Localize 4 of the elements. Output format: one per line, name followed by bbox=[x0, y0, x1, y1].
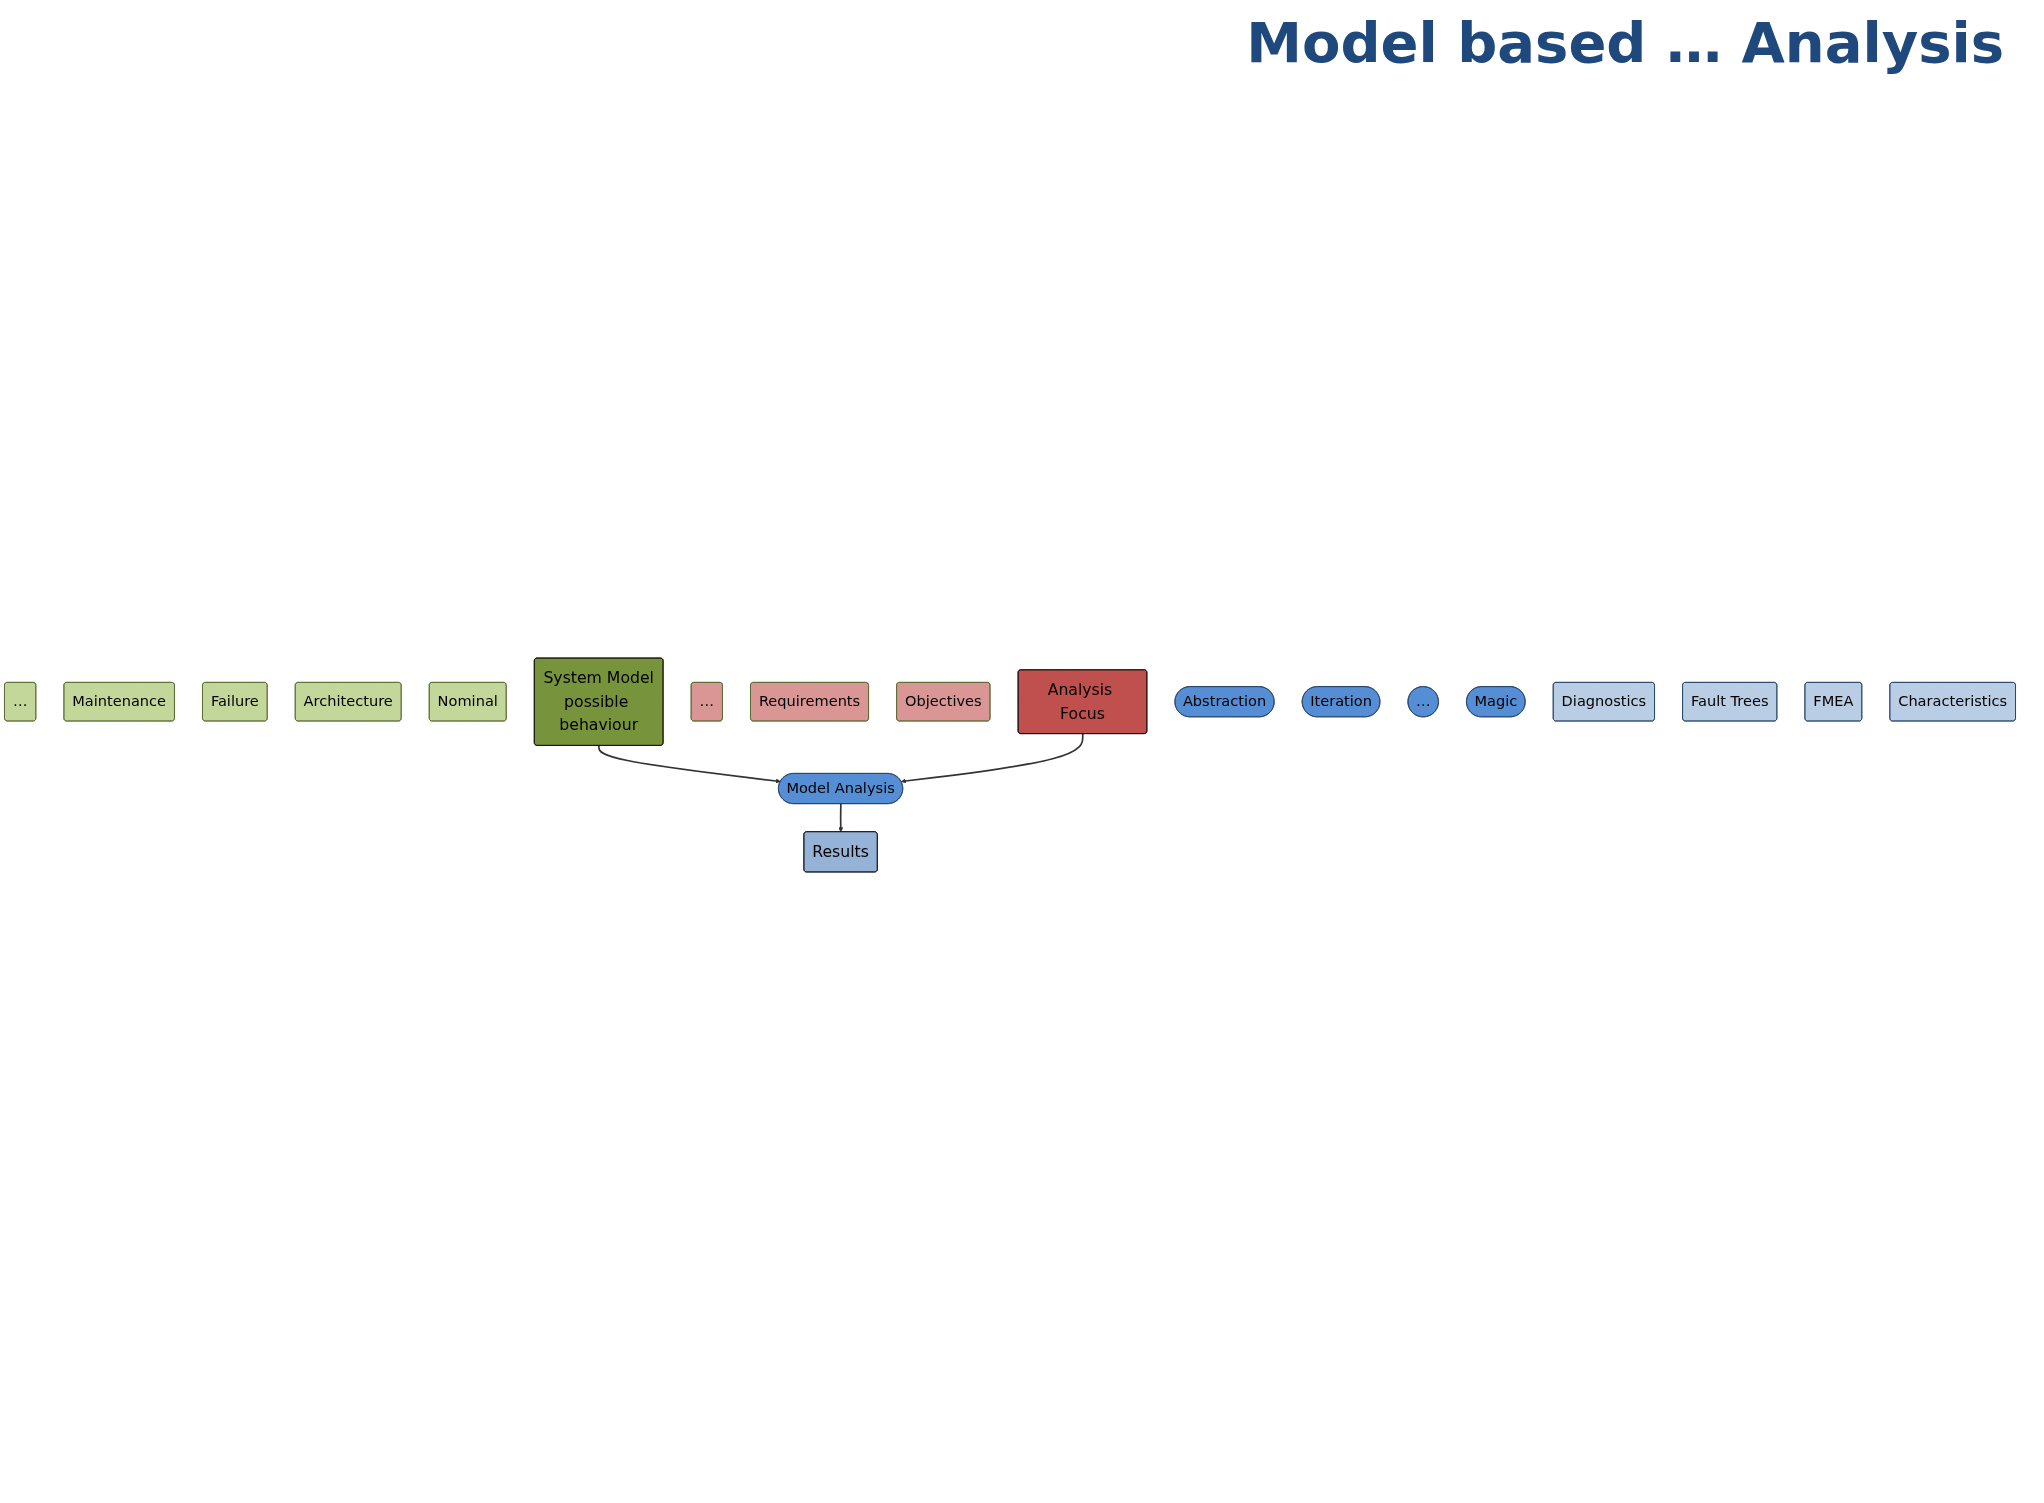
arrow bbox=[598, 744, 781, 784]
title: Model based … Analysis bbox=[1245, 10, 2004, 75]
arrow bbox=[900, 733, 1084, 784]
arrow bbox=[838, 803, 844, 833]
